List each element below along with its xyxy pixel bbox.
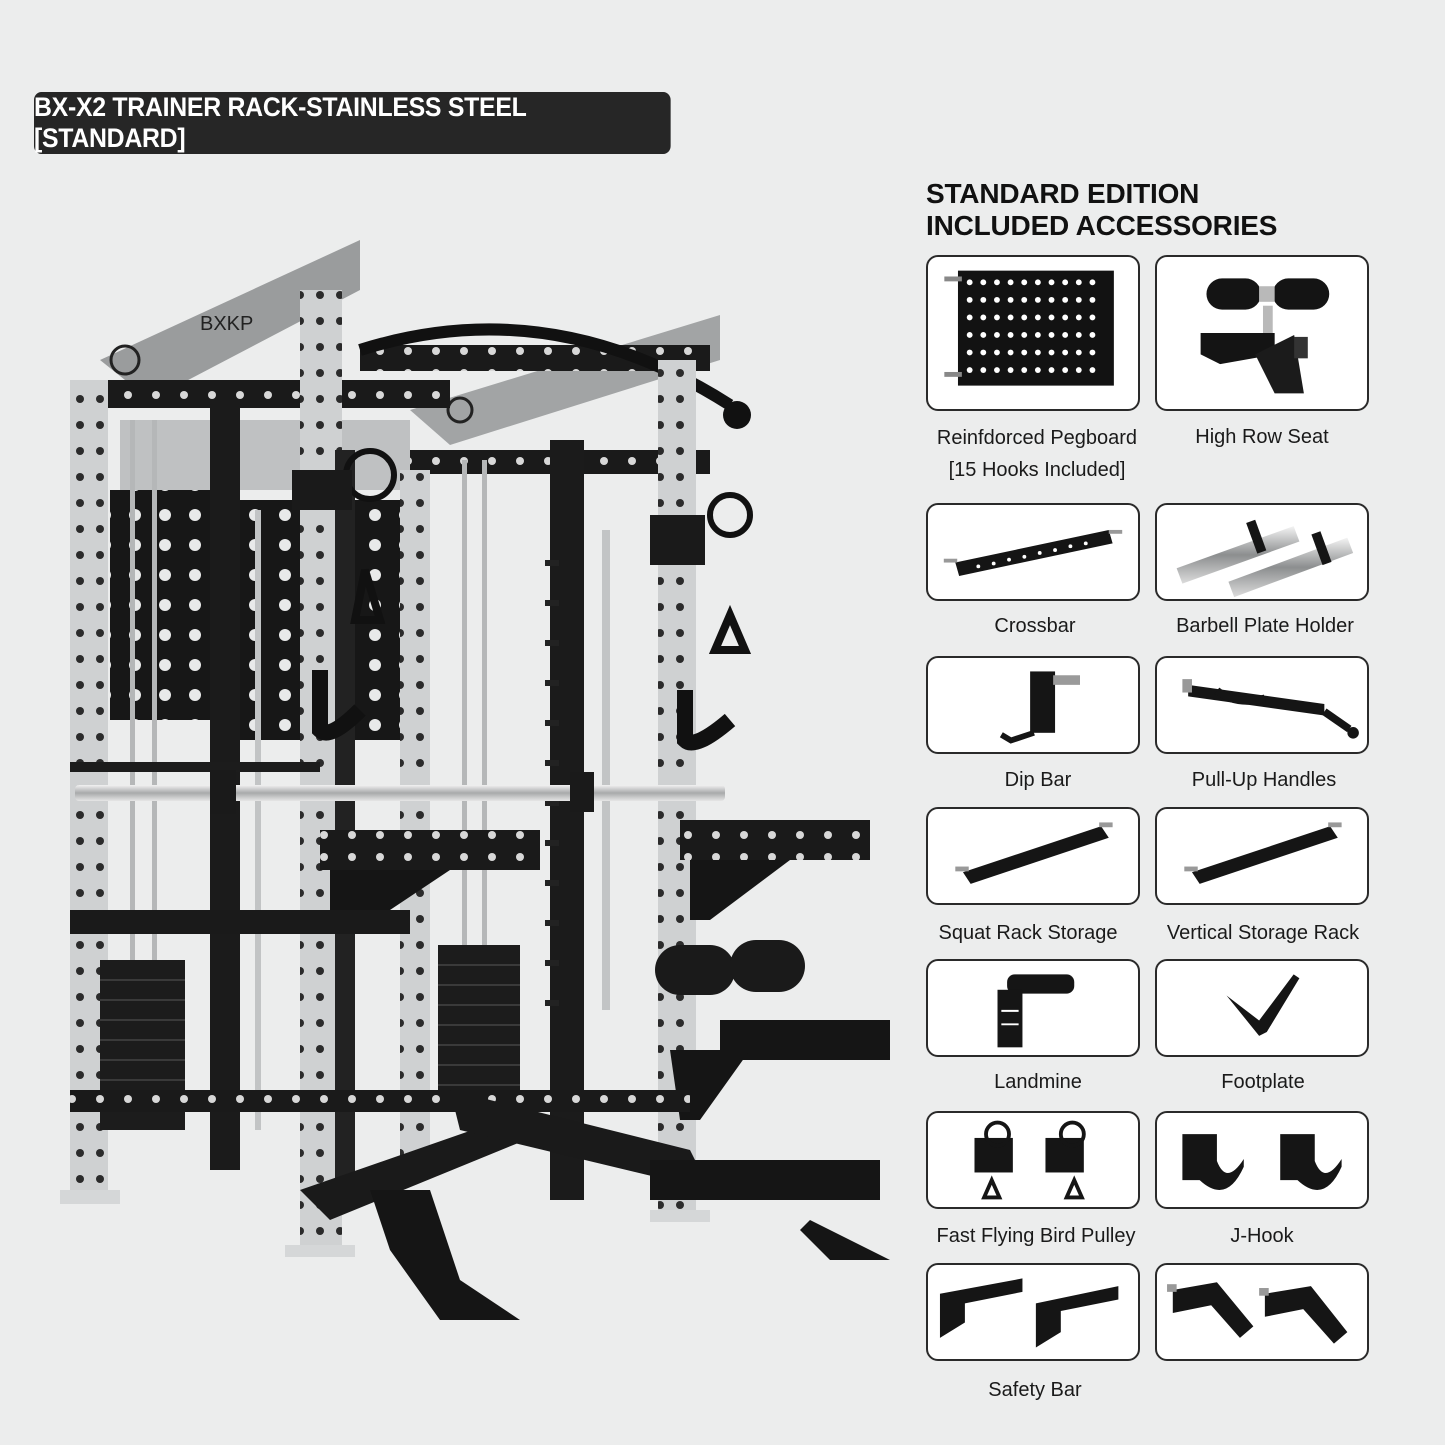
landmine-icon <box>997 974 1075 1048</box>
accessory-label-squat-rack-storage: Squat Rack Storage <box>938 922 1118 944</box>
rack-brand-logo: BXKP <box>200 313 253 335</box>
pull-up-handles-icon <box>1182 679 1359 739</box>
crossbar-icon <box>943 529 1123 576</box>
accessory-card-pegboard <box>926 255 1140 411</box>
product-title-banner: BX-X2 TRAINER RACK-STAINLESS STEEL [STAN… <box>34 92 671 154</box>
pegboard-note: [15 Hooks Included] <box>948 459 1126 481</box>
accessory-card-high-row-seat <box>1155 255 1369 411</box>
accessory-label-footplate: Footplate <box>1221 1071 1305 1093</box>
accessory-card-landmine <box>926 959 1140 1057</box>
pegboard-icon <box>944 270 1114 386</box>
footplate-icon <box>1226 974 1300 1036</box>
accessory-card-squat-rack-storage <box>926 807 1140 905</box>
accessory-card-pull-up-handles <box>1155 656 1369 754</box>
vertical-storage-rack-icon <box>1184 822 1342 884</box>
safety-bar-icon <box>939 1278 1119 1348</box>
accessory-label-pulley: Fast Flying Bird Pulley <box>936 1225 1136 1247</box>
accessories-heading-line1: STANDARD EDITION <box>926 178 1200 209</box>
accessory-label-high-row-seat: High Row Seat <box>1195 426 1329 448</box>
product-title: BX-X2 TRAINER RACK-STAINLESS STEEL [STAN… <box>34 92 527 153</box>
safety-bar-icon <box>1167 1282 1348 1344</box>
accessory-card-footplate <box>1155 959 1369 1057</box>
accessory-card-barbell-plate-holder <box>1155 503 1369 601</box>
accessory-label-landmine: Landmine <box>994 1071 1082 1093</box>
accessory-label-j-hook: J-Hook <box>1230 1225 1294 1247</box>
accessory-label-safety-bar: Safety Bar <box>988 1379 1082 1401</box>
accessory-card-crossbar <box>926 503 1140 601</box>
squat-rack-storage-icon <box>955 822 1113 884</box>
accessory-card-safety-bar-1 <box>926 1263 1140 1361</box>
accessory-card-j-hook <box>1155 1111 1369 1209</box>
accessory-label-barbell-plate-holder: Barbell Plate Holder <box>1176 615 1354 637</box>
accessory-card-dip-bar <box>926 656 1140 754</box>
accessories-heading-line2: INCLUDED ACCESSORIES <box>926 210 1278 241</box>
high-row-seat-icon <box>1200 278 1330 394</box>
accessory-label-dip-bar: Dip Bar <box>1004 769 1072 791</box>
accessories-heading: STANDARD EDITION INCLUDED ACCESSORIES <box>926 178 1386 242</box>
pulley-icon <box>974 1120 1086 1200</box>
barbell-plate-holder-icon <box>1176 519 1354 598</box>
j-hook-icon <box>1182 1134 1342 1190</box>
accessory-card-vertical-storage-rack <box>1155 807 1369 905</box>
accessory-label-crossbar: Crossbar <box>994 615 1076 637</box>
accessory-label-pull-up-handles: Pull-Up Handles <box>1191 769 1337 791</box>
accessory-card-pulley <box>926 1111 1140 1209</box>
accessory-label-pegboard: Reinfdorced Pegboard [15 Hooks Included] <box>907 422 1167 486</box>
trainer-rack-illustration: BXKP <box>30 230 920 1340</box>
accessory-label-vertical-storage-rack: Vertical Storage Rack <box>1166 922 1360 944</box>
pegboard-name: Reinfdorced Pegboard <box>936 427 1138 449</box>
accessory-card-safety-bar-2 <box>1155 1263 1369 1361</box>
dip-bar-icon <box>999 671 1080 744</box>
